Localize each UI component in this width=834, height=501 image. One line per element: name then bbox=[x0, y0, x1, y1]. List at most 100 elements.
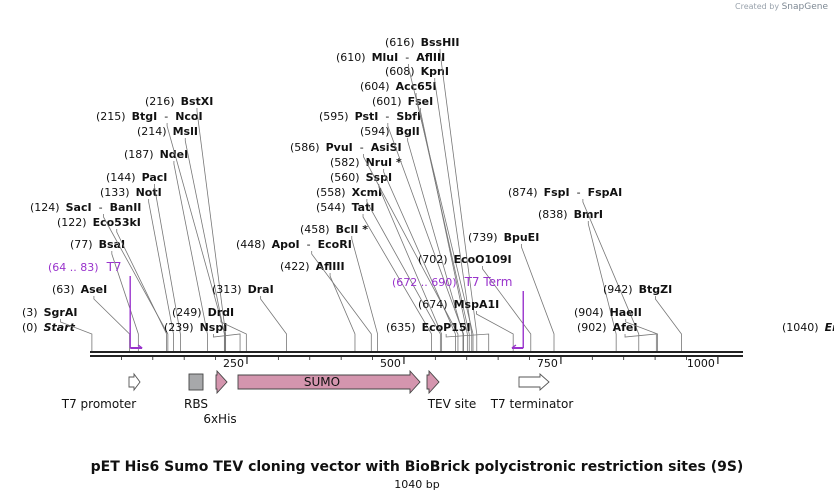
site-leader-line bbox=[60, 319, 93, 352]
site-name-separator: - bbox=[307, 238, 311, 251]
site-name: PvuI bbox=[326, 141, 353, 154]
site-position: (239) bbox=[164, 321, 194, 334]
site-name: TatI bbox=[352, 201, 375, 214]
primer-arrowhead bbox=[511, 344, 517, 349]
his-tag-arrow bbox=[215, 369, 228, 395]
site-position: (616) bbox=[385, 36, 415, 49]
site-leader-line bbox=[329, 273, 356, 352]
site-name: SgrAI bbox=[44, 306, 78, 319]
site-position: (560) bbox=[330, 171, 360, 184]
rbs-box bbox=[188, 373, 204, 391]
site-name: MspA1I bbox=[454, 298, 500, 311]
site-position: (1040) bbox=[782, 321, 819, 334]
snapgene-credit: Created by SnapGene bbox=[735, 2, 828, 12]
site-name: Eco53kI bbox=[93, 216, 141, 229]
site-name: BsaI bbox=[99, 238, 125, 251]
site-name: End bbox=[825, 321, 834, 334]
site-leader-line bbox=[654, 296, 682, 352]
site-position: (448) bbox=[236, 238, 266, 251]
site-position: (582) bbox=[330, 156, 360, 169]
site-leader-line bbox=[311, 251, 372, 352]
site-name: Acc65I bbox=[396, 80, 437, 93]
site-position: (77) bbox=[70, 238, 93, 251]
site-position: (942) bbox=[603, 283, 633, 296]
site-name: NruI * bbox=[366, 156, 402, 169]
site-name-separator: - bbox=[360, 141, 364, 154]
site-position: (422) bbox=[280, 260, 310, 273]
site-leader-line bbox=[363, 154, 459, 352]
site-leader-line bbox=[415, 93, 470, 352]
primer-name: T7 Term bbox=[464, 275, 513, 289]
site-name: MluI bbox=[372, 51, 399, 64]
map-length: 1040 bp bbox=[394, 478, 440, 491]
site-leader-line bbox=[366, 199, 441, 352]
site-name-secondary: AsiSI bbox=[371, 141, 402, 154]
site-position: (610) bbox=[336, 51, 366, 64]
backbone-top-strand bbox=[90, 351, 743, 353]
feature-label-t7-promoter: T7 promoter bbox=[61, 397, 137, 411]
site-leader-line bbox=[213, 333, 241, 352]
site-leader-line bbox=[103, 214, 169, 352]
site-name: ApoI bbox=[272, 238, 300, 251]
scale-tick-label: 1000 bbox=[687, 357, 715, 370]
site-name: FspI bbox=[544, 186, 570, 199]
site-name-secondary: EcoRI bbox=[318, 238, 352, 251]
credit-prefix: Created by bbox=[735, 2, 780, 11]
site-leader-line bbox=[351, 236, 378, 352]
site-position: (702) bbox=[418, 253, 448, 266]
site-leader-line bbox=[173, 161, 208, 352]
feature-label-6xhis: 6xHis bbox=[203, 412, 236, 426]
site-leader-line bbox=[624, 333, 657, 352]
site-leader-line bbox=[184, 138, 225, 352]
site-position: (133) bbox=[100, 186, 130, 199]
site-name: PstI bbox=[355, 110, 379, 123]
site-position: (874) bbox=[508, 186, 538, 199]
site-name: XcmI bbox=[352, 186, 383, 199]
site-name-separator: - bbox=[405, 51, 409, 64]
site-name: NspI bbox=[200, 321, 228, 334]
site-leader-line bbox=[407, 138, 464, 352]
site-leader-line bbox=[220, 319, 247, 352]
site-leader-line bbox=[196, 108, 227, 352]
site-name: Start bbox=[44, 321, 76, 334]
site-leader-line bbox=[445, 333, 490, 352]
site-name: AflIII bbox=[316, 260, 345, 273]
t7-promoter-arrow bbox=[128, 372, 141, 392]
map-title: pET His6 Sumo TEV cloning vector with Bi… bbox=[90, 459, 744, 475]
site-leader-line bbox=[434, 78, 473, 352]
site-position: (601) bbox=[372, 95, 402, 108]
feature-label-tev-site: TEV site bbox=[427, 397, 477, 411]
site-leader-line bbox=[111, 251, 139, 352]
site-leader-line bbox=[260, 296, 287, 352]
scale-tick-label: 500 bbox=[380, 357, 401, 370]
site-position: (0) bbox=[22, 321, 38, 334]
site-position: (313) bbox=[212, 283, 242, 296]
site-name: NdeI bbox=[160, 148, 189, 161]
primer-position: (64 .. 83) bbox=[48, 261, 99, 274]
site-leader-line bbox=[407, 64, 474, 352]
site-position: (904) bbox=[574, 306, 604, 319]
feature-label-t7-terminator: T7 terminator bbox=[490, 397, 574, 411]
site-position: (215) bbox=[96, 110, 126, 123]
primer-name: T7 bbox=[106, 260, 122, 274]
site-leader-line bbox=[439, 49, 478, 352]
site-position: (122) bbox=[57, 216, 87, 229]
feature-label-sumo: SUMO bbox=[304, 375, 340, 389]
site-position: (604) bbox=[360, 80, 390, 93]
site-position: (838) bbox=[538, 208, 568, 221]
site-leader-line bbox=[383, 169, 456, 352]
site-name: BglI bbox=[396, 125, 420, 138]
site-name: EcoO109I bbox=[454, 253, 512, 266]
site-name: BtgI bbox=[132, 110, 158, 123]
sumo-arrow bbox=[237, 369, 421, 395]
t7-terminator-arrow bbox=[518, 372, 550, 392]
tev-site-arrow bbox=[426, 369, 440, 395]
site-name-secondary: BanII bbox=[110, 201, 142, 214]
site-name-separator: - bbox=[577, 186, 581, 199]
site-position: (594) bbox=[360, 125, 390, 138]
site-leader-line bbox=[420, 108, 468, 352]
primer-arrowhead bbox=[137, 344, 143, 349]
site-name: EcoP15I bbox=[422, 321, 471, 334]
site-name: SspI bbox=[366, 171, 392, 184]
